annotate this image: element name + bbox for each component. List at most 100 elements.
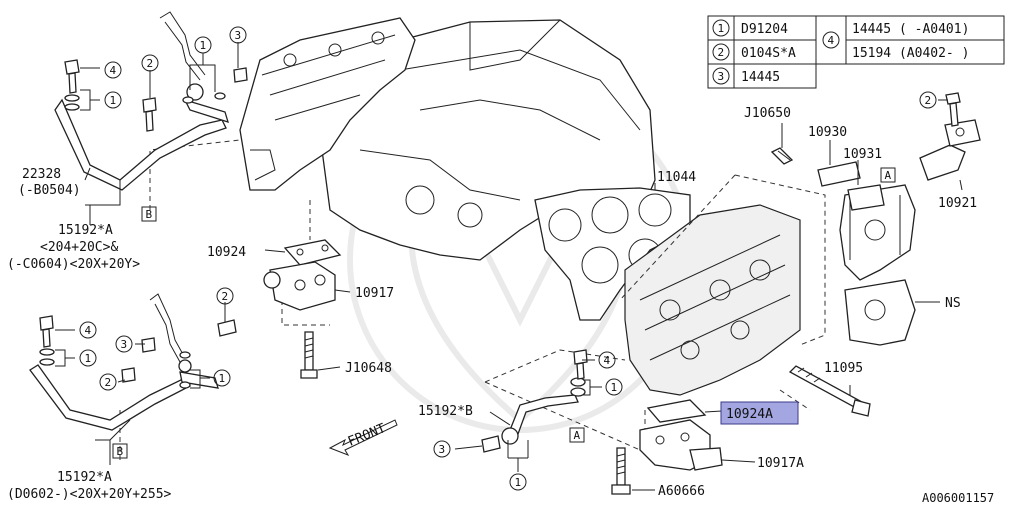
box-a-center: A — [569, 427, 585, 443]
bolt-11095 — [788, 365, 871, 417]
svg-text:2: 2 — [105, 376, 112, 389]
callout-one-top-left: 1 — [104, 91, 122, 109]
front-label: FRONT — [346, 421, 388, 450]
legend-group-4: 4 14445 ( -A0401) 15194 (A0402- ) — [822, 22, 969, 61]
svg-text:14445: 14445 — [741, 70, 780, 85]
label-10921: 10921 — [938, 196, 977, 211]
svg-text:2: 2 — [147, 57, 154, 70]
dashed-line-front — [484, 349, 626, 383]
legend-row-2: 2 0104S*A — [712, 43, 796, 61]
svg-text:4: 4 — [110, 64, 117, 77]
svg-text:A: A — [885, 169, 892, 182]
svg-text:B: B — [117, 445, 124, 458]
dashed-line-10917 — [281, 300, 330, 326]
svg-text:2: 2 — [925, 94, 932, 107]
svg-text:2: 2 — [718, 46, 725, 59]
label-15192a-bottom: 15192*A — [57, 470, 112, 485]
dashed-box-head — [734, 174, 826, 346]
svg-text:4: 4 — [85, 324, 92, 337]
callout-one-center: 1 — [605, 378, 623, 396]
gasket-10931 — [847, 184, 885, 211]
dashed-line-front-b — [484, 381, 641, 451]
label-ns: NS — [945, 296, 961, 311]
svg-text:1: 1 — [718, 22, 725, 35]
bolts-bottom-left — [39, 315, 237, 389]
callout-four-bottom-left: 4 — [79, 321, 97, 339]
dashed-line-b-top — [149, 139, 241, 210]
svg-text:1: 1 — [85, 352, 92, 365]
svg-text:4: 4 — [604, 354, 611, 367]
right-cylinder-head — [624, 204, 801, 396]
svg-text:1: 1 — [611, 381, 618, 394]
svg-text:3: 3 — [235, 29, 242, 42]
valve-cover-bracket — [839, 184, 916, 346]
oil-pipe-center — [481, 349, 588, 453]
label-10931: 10931 — [843, 147, 882, 162]
box-a-right: A — [880, 167, 896, 183]
label-15192a-bottom-note: (D0602-)<20X+20Y+255> — [7, 487, 172, 502]
svg-text:1: 1 — [515, 476, 522, 489]
label-10930: 10930 — [808, 125, 847, 140]
callout-three-center: 3 — [433, 440, 451, 458]
bolt-a60666 — [611, 447, 631, 495]
label-15192b: 15192*B — [418, 404, 473, 419]
svg-text:1: 1 — [200, 39, 207, 52]
leader-lines — [55, 42, 963, 491]
callout-four-top-left: 4 — [104, 61, 122, 79]
svg-text:3: 3 — [439, 443, 446, 456]
gasket-10930 — [817, 161, 861, 187]
dashed-line-11095 — [779, 389, 811, 411]
label-10924a-highlight[interactable]: 10924A — [720, 401, 799, 425]
svg-text:2: 2 — [222, 290, 229, 303]
callout-one-top-pipe: 1 — [194, 36, 212, 54]
oil-pipe-top — [54, 11, 229, 191]
svg-text:3: 3 — [718, 70, 725, 83]
label-a60666: A60666 — [658, 484, 705, 499]
legend-row-1: 1 D91204 — [712, 19, 788, 37]
svg-text:B: B — [146, 208, 153, 221]
callout-two-bottom-left-top: 2 — [216, 287, 234, 305]
bolts-top-left — [64, 59, 248, 132]
svg-text:1: 1 — [219, 372, 226, 385]
oil-pipe-bottom — [29, 293, 219, 431]
callout-one-bottom-left: 1 — [79, 349, 97, 367]
oil-control-valve-right — [639, 399, 723, 471]
label-10924a: 10924A — [726, 407, 773, 422]
callout-three-top: 3 — [229, 26, 247, 44]
svg-text:1: 1 — [110, 94, 117, 107]
box-b-top: B — [141, 206, 157, 222]
label-j10650: J10650 — [744, 106, 791, 121]
label-15192a-top-note2: (-C0604)<20X+20Y> — [7, 257, 140, 272]
label-11095: 11095 — [824, 361, 863, 376]
label-10917a: 10917A — [757, 456, 804, 471]
bolt-j10650 — [770, 147, 794, 165]
box-b-bottom: B — [112, 443, 128, 459]
callout-one-bottom-right: 1 — [213, 369, 231, 387]
legend-table: 1 D91204 2 0104S*A 3 14445 4 14445 ( -A0… — [707, 15, 1005, 89]
label-22328: 22328 — [22, 167, 61, 182]
callout-one-center-bottom: 1 — [509, 473, 527, 491]
dashed-line-head-left — [619, 174, 736, 301]
label-15192a-top: 15192*A — [58, 223, 113, 238]
legend-row-3: 3 14445 — [712, 67, 780, 85]
reference-code: A006001157 — [922, 491, 994, 505]
svg-text:4: 4 — [828, 34, 835, 47]
callout-two-top-left: 2 — [141, 54, 159, 72]
svg-text:0104S*A: 0104S*A — [741, 46, 796, 61]
callout-three-bottom-left: 3 — [115, 335, 133, 353]
callout-two-bottom-left: 2 — [99, 373, 117, 391]
label-j10648: J10648 — [345, 361, 392, 376]
callout-two-top-right: 2 — [919, 91, 937, 109]
bolt-j10648 — [300, 331, 318, 379]
svg-text:3: 3 — [121, 338, 128, 351]
label-10924: 10924 — [207, 245, 246, 260]
solenoid-10921 — [919, 119, 981, 181]
label-11044: 11044 — [657, 170, 696, 185]
oil-control-valve-left — [263, 239, 342, 311]
bolt-top-right — [945, 92, 961, 127]
svg-text:A: A — [574, 429, 581, 442]
left-cylinder-head — [239, 17, 416, 191]
label-10917: 10917 — [355, 286, 394, 301]
